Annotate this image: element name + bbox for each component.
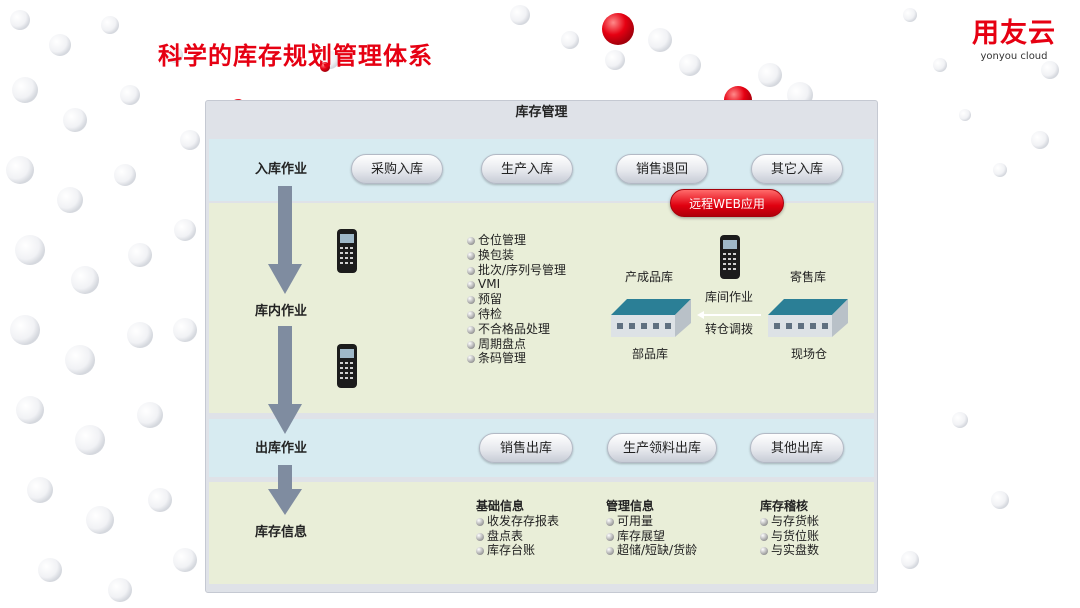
outbound-button-sales[interactable]: 销售出库 [479,433,573,463]
row-label-internal: 库内作业 [254,304,307,319]
list-item: 收发存存报表 [476,514,559,529]
list-item: 预留 [467,292,566,307]
list-item: 不合格品处理 [467,322,566,337]
row-label-outbound: 出库作业 [254,441,307,456]
list-item: 批次/序列号管理 [467,263,566,278]
brand-logo-cn: 用友云 [972,18,1056,49]
list-item: 与货位账 [760,529,819,544]
bullet-dot-icon [467,355,475,364]
warehouse-label-inter-warehouse: 库间作业 [705,290,754,304]
bullet-dot-icon [476,547,484,555]
inbound-button-production[interactable]: 生产入库 [481,154,573,184]
info-column-basic: 基础信息 收发存存报表 盘点表 库存台账 [476,498,559,558]
list-item: 盘点表 [476,529,559,544]
bullet-dot-icon [467,310,475,319]
handheld-scanner-icon [337,344,357,388]
bullet-dot-icon [760,532,768,541]
info-column-management: 管理信息 可用量 库存展望 超储/短缺/货龄 [606,498,697,558]
list-item: VMI [467,277,566,292]
flow-arrow-icon [268,326,302,434]
brand-logo: 用友云 yonyou cloud [966,18,1062,63]
info-column-title: 库存稽核 [760,499,809,513]
inbound-button-sales-return[interactable]: 销售退回 [616,154,708,184]
list-item: 换包装 [467,248,566,263]
panel-title: 库存管理 [515,105,568,120]
list-item: 待检 [467,307,566,322]
inbound-button-purchase[interactable]: 采购入库 [351,154,443,184]
list-item: 库存台账 [476,543,559,558]
inbound-button-other[interactable]: 其它入库 [751,154,843,184]
bullet-dot-icon [760,547,768,555]
bullet-dot-icon [476,518,484,526]
list-item: 超储/短缺/货龄 [606,543,697,558]
info-column-audit: 库存稽核 与存货帐 与货位账 与实盘数 [760,498,819,558]
bullet-dot-icon [467,281,475,290]
remote-web-button[interactable]: 远程WEB应用 [670,189,784,217]
warehouse-icon [611,299,691,337]
flow-arrow-icon [268,465,302,515]
bullet-dot-icon [467,266,475,275]
outbound-button-other[interactable]: 其他出库 [750,433,844,463]
info-column-title: 管理信息 [606,499,655,513]
list-item: 库存展望 [606,529,697,544]
list-item: 可用量 [606,514,697,529]
row-label-inbound: 入库作业 [254,162,307,177]
flow-arrow-icon [268,186,302,294]
list-item: 条码管理 [467,351,566,366]
bullet-dot-icon [467,237,475,245]
brand-logo-en: yonyou cloud [980,51,1048,62]
bullet-dot-icon [467,325,475,334]
internal-band [209,203,874,413]
bullet-dot-icon [760,518,768,526]
bullet-dot-icon [606,518,614,526]
transfer-arrow-icon [697,311,761,319]
bullet-dot-icon [467,340,475,349]
warehouse-label-site: 现场仓 [791,347,828,361]
outbound-button-production-picking[interactable]: 生产领料出库 [607,433,717,463]
handheld-scanner-icon [720,235,740,279]
bullet-dot-icon [606,547,614,555]
warehouse-label-finished-goods: 产成品库 [625,270,674,284]
list-item: 与存货帐 [760,514,819,529]
bullet-dot-icon [476,532,484,541]
list-item: 周期盘点 [467,337,566,352]
handheld-scanner-icon [337,229,357,273]
bullet-dot-icon [467,251,475,260]
page-title: 科学的库存规划管理体系 [158,42,433,70]
internal-operations-list: 仓位管理 换包装 批次/序列号管理 VMI 预留 待检 不合格品处理 周期盘点 … [467,233,566,366]
list-item: 与实盘数 [760,543,819,558]
warehouse-label-transfer: 转仓调拨 [705,322,754,336]
inventory-management-panel: 库存管理 入库作业 库内作业 出库作业 库存信息 采购入库 生产入库 销售退回 … [205,100,878,593]
info-column-title: 基础信息 [476,499,525,513]
bullet-dot-icon [606,532,614,541]
bullet-dot-icon [467,296,475,305]
warehouse-label-consignment: 寄售库 [790,270,827,284]
warehouse-icon [768,299,848,337]
list-item: 仓位管理 [467,233,566,248]
warehouse-label-parts: 部品库 [632,347,669,361]
row-label-info: 库存信息 [254,525,307,540]
